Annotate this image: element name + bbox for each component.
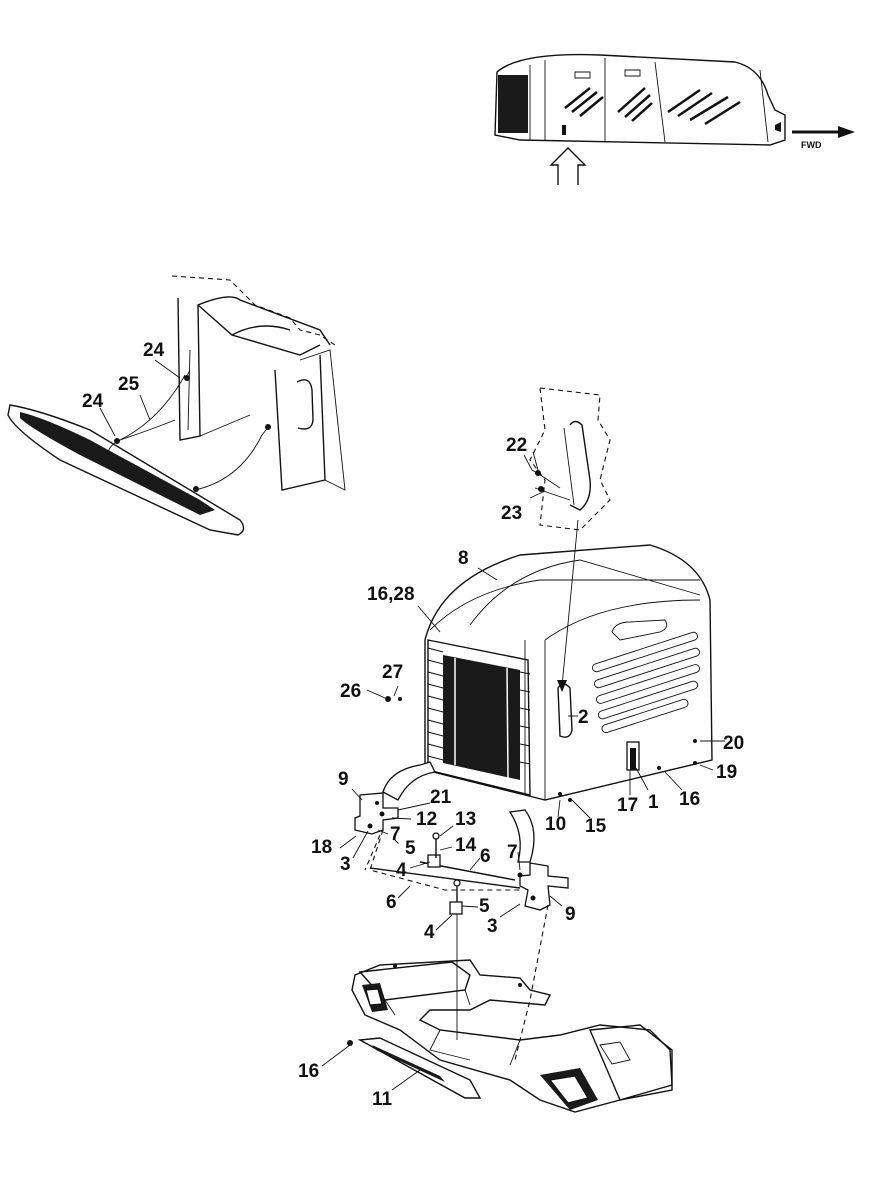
callout-3: 3 (340, 854, 351, 875)
callout-3: 3 (487, 916, 498, 937)
callout-9: 9 (338, 769, 349, 790)
callout-11: 11 (372, 1089, 393, 1110)
callout-8: 8 (458, 548, 469, 569)
callout-5: 5 (479, 896, 490, 917)
detail-filter-panel (7, 404, 245, 536)
handle-part (569, 420, 591, 511)
locator-front-grille (498, 75, 528, 133)
callout-16: 16 (679, 789, 700, 810)
leader-lines (366, 454, 725, 819)
side-vents (592, 631, 701, 734)
callout-24: 24 (82, 391, 104, 412)
callout-19: 19 (716, 762, 737, 783)
base-pan (351, 959, 673, 1113)
callout-2: 2 (578, 707, 589, 728)
callout-16: 16 (298, 1061, 319, 1082)
right-bracket (508, 809, 569, 911)
fwd-arrow (792, 126, 855, 138)
callout-21: 21 (430, 787, 452, 808)
callout-23: 23 (501, 503, 522, 524)
detail-view (7, 275, 346, 536)
callout-4: 4 (396, 860, 407, 881)
base-right-housing (540, 1024, 673, 1110)
callout-5: 5 (405, 838, 416, 859)
callout-17: 17 (617, 795, 638, 816)
callout-14: 14 (455, 835, 477, 856)
locator-arrow-up (549, 147, 587, 185)
handle-detail (529, 387, 611, 531)
hardware-leaders (339, 788, 563, 931)
shroud-assembly (385, 544, 713, 802)
detail-handle (296, 379, 314, 430)
callout-9: 9 (565, 904, 576, 925)
callout-7: 7 (390, 824, 401, 845)
base-left-housing (362, 983, 388, 1012)
callout-20: 20 (723, 733, 744, 754)
locator-view: FWD (494, 53, 855, 185)
callouts: 1 2 3 3 4 4 5 5 6 6 7 7 8 9 9 10 11 12 1… (82, 340, 744, 1110)
latch (626, 741, 640, 771)
front-grille (427, 639, 531, 796)
callout-6: 6 (480, 846, 491, 867)
callout-15: 15 (585, 816, 607, 837)
callout-27: 27 (382, 662, 403, 683)
side-rail (321, 1037, 482, 1099)
callout-12: 12 (416, 809, 437, 830)
callout-6: 6 (386, 892, 397, 913)
callout-10: 10 (545, 814, 566, 835)
callout-24: 24 (143, 340, 165, 361)
callout-13: 13 (455, 809, 476, 830)
side-handle (557, 683, 573, 738)
fwd-label: FWD (801, 140, 822, 150)
locator-side-vents (564, 87, 741, 126)
callout-7: 7 (507, 842, 518, 863)
callout-22: 22 (506, 435, 527, 456)
callout-26: 26 (340, 681, 361, 702)
callout-1: 1 (648, 792, 659, 813)
callout-25: 25 (118, 374, 140, 395)
callout-4: 4 (424, 922, 435, 943)
left-bracket (354, 761, 436, 835)
callout-18: 18 (311, 837, 332, 858)
callout-16-28: 16,28 (367, 584, 415, 605)
